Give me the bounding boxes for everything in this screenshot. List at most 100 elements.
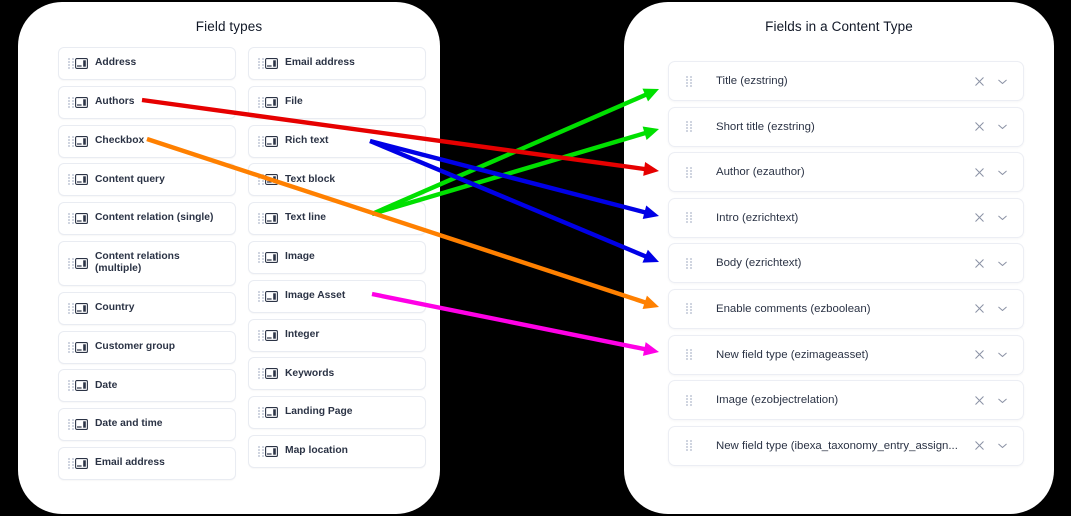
drag-handle-icon[interactable] [686, 212, 693, 224]
drag-handle-icon[interactable] [68, 419, 75, 431]
drag-handle-icon[interactable] [258, 96, 265, 108]
content-type-field-row[interactable]: Title (ezstring) [668, 61, 1024, 101]
close-icon[interactable] [973, 302, 986, 315]
drag-handle-icon[interactable] [686, 166, 693, 178]
field-type-item[interactable]: Content query [58, 163, 236, 197]
drag-handle-icon[interactable] [686, 121, 693, 133]
drag-handle-icon[interactable] [68, 96, 75, 108]
content-type-field-row[interactable]: Image (ezobjectrelation) [668, 380, 1024, 421]
chevron-down-icon[interactable] [996, 439, 1009, 452]
close-icon[interactable] [973, 257, 986, 270]
field-type-item[interactable]: Email address [248, 47, 426, 80]
field-type-icon [265, 446, 278, 457]
drag-handle-icon[interactable] [258, 445, 265, 457]
field-type-item[interactable]: Date and time [58, 408, 236, 442]
content-type-field-label: Body (ezrichtext) [716, 257, 802, 270]
close-icon[interactable] [973, 348, 986, 361]
drag-handle-icon[interactable] [258, 174, 265, 186]
close-icon[interactable] [973, 439, 986, 452]
drag-handle-icon[interactable] [68, 174, 75, 186]
field-type-item[interactable]: Map location [248, 434, 426, 468]
field-type-icon [265, 96, 278, 108]
field-type-item[interactable]: Image [248, 240, 426, 274]
close-icon[interactable] [973, 75, 986, 88]
drag-handle-icon[interactable] [68, 302, 75, 314]
drag-handle-icon[interactable] [258, 290, 265, 302]
drag-handle-icon[interactable] [68, 135, 75, 147]
content-type-fields-title: Fields in a Content Type [765, 19, 913, 34]
drag-handle-icon[interactable] [258, 213, 265, 225]
drag-handle-icon[interactable] [68, 58, 75, 69]
field-type-item[interactable]: Customer group [58, 330, 236, 364]
drag-handle-icon[interactable] [686, 75, 693, 87]
drag-handle-icon[interactable] [686, 394, 693, 406]
drag-handle-icon[interactable] [68, 341, 75, 353]
field-type-label: Country [95, 302, 135, 314]
drag-handle-icon[interactable] [258, 135, 265, 147]
field-type-item[interactable]: Integer [248, 318, 426, 352]
close-icon[interactable] [973, 394, 986, 407]
drag-handle-icon[interactable] [686, 303, 693, 315]
drag-handle-icon[interactable] [68, 380, 75, 392]
field-type-icon [75, 258, 88, 269]
field-type-item[interactable]: File [248, 85, 426, 119]
close-icon[interactable] [973, 211, 986, 224]
drag-handle-icon[interactable] [258, 368, 265, 380]
content-type-field-row[interactable]: Enable comments (ezboolean) [668, 288, 1024, 329]
drag-handle-icon[interactable] [258, 58, 265, 69]
drag-handle-icon[interactable] [686, 349, 693, 361]
field-type-item[interactable]: Image Asset [248, 279, 426, 313]
chevron-down-icon[interactable] [996, 120, 1009, 133]
drag-handle-icon[interactable] [686, 257, 693, 269]
field-type-item[interactable]: Rich text [248, 124, 426, 158]
close-icon[interactable] [973, 166, 986, 179]
field-type-item[interactable]: Keywords [248, 357, 426, 391]
field-type-item[interactable]: Text block [248, 163, 426, 197]
field-type-item[interactable]: Landing Page [248, 396, 426, 430]
chevron-down-icon[interactable] [996, 211, 1009, 224]
drag-handle-icon[interactable] [258, 251, 265, 263]
content-type-field-row[interactable]: Body (ezrichtext) [668, 243, 1024, 284]
field-type-icon [265, 329, 278, 341]
field-type-icon [265, 368, 278, 380]
content-type-field-label: Short title (ezstring) [716, 120, 815, 133]
field-type-icon [75, 419, 88, 431]
field-type-item[interactable]: Content relation (single) [58, 202, 236, 236]
field-type-item[interactable]: Date [58, 369, 236, 403]
content-type-field-row[interactable]: New field type (ezimageasset) [668, 334, 1024, 375]
field-type-item[interactable]: Country [58, 291, 236, 325]
field-type-item[interactable]: Authors [58, 85, 236, 119]
field-type-item[interactable]: Email address [58, 446, 236, 480]
field-type-item[interactable]: Content relations (multiple) [58, 240, 236, 286]
chevron-down-icon[interactable] [996, 302, 1009, 315]
chevron-down-icon[interactable] [996, 348, 1009, 361]
content-type-field-row[interactable]: Intro (ezrichtext) [668, 197, 1024, 238]
field-type-icon [75, 458, 88, 469]
field-type-label: Text line [285, 212, 327, 224]
drag-handle-icon[interactable] [686, 440, 693, 452]
field-type-item[interactable]: Text line [248, 202, 426, 236]
content-type-field-label: Author (ezauthor) [716, 166, 805, 179]
chevron-down-icon[interactable] [996, 394, 1009, 407]
field-type-label: File [285, 96, 303, 108]
drag-handle-icon[interactable] [68, 457, 75, 469]
field-type-label: Email address [95, 457, 165, 469]
content-type-field-row[interactable]: New field type (ibexa_taxonomy_entry_ass… [668, 425, 1024, 466]
close-icon[interactable] [973, 120, 986, 133]
content-type-field-row[interactable]: Author (ezauthor) [668, 152, 1024, 193]
chevron-down-icon[interactable] [996, 257, 1009, 270]
field-type-icon [265, 407, 278, 419]
field-types-title: Field types [195, 19, 263, 34]
field-type-item[interactable]: Address [58, 47, 236, 80]
drag-handle-icon[interactable] [68, 257, 75, 269]
field-type-label: Date and time [95, 418, 163, 430]
drag-handle-icon[interactable] [258, 329, 265, 341]
field-type-icon [75, 380, 88, 392]
field-type-label: Landing Page [285, 406, 353, 418]
content-type-field-row[interactable]: Short title (ezstring) [668, 106, 1024, 147]
drag-handle-icon[interactable] [258, 407, 265, 419]
chevron-down-icon[interactable] [996, 75, 1009, 88]
drag-handle-icon[interactable] [68, 213, 75, 225]
chevron-down-icon[interactable] [996, 166, 1009, 179]
field-type-item[interactable]: Checkbox [58, 124, 236, 158]
